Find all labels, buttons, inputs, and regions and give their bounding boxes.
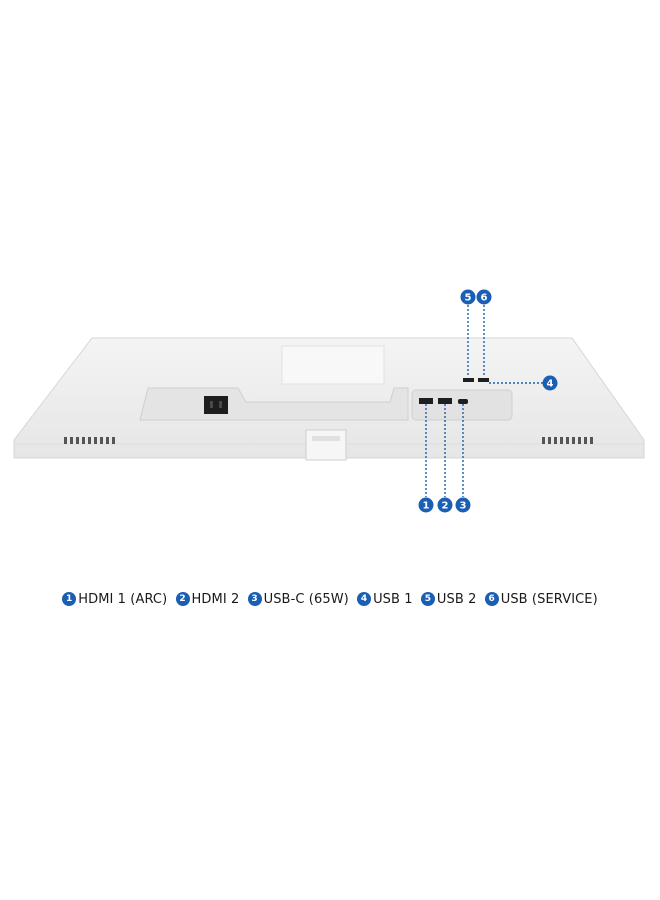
callout-lines: [425, 305, 543, 497]
port-usb-2: [463, 378, 474, 382]
number-badge-icon: 1: [62, 592, 77, 606]
callout-3: 3: [455, 497, 471, 513]
monitor-back: [13, 337, 645, 461]
port-hdmi-2: [438, 398, 452, 404]
svg-text:2: 2: [442, 501, 449, 512]
legend-item-usb-2: 5 USB 2: [420, 591, 477, 607]
callout-5: 5: [460, 289, 476, 305]
callout-4: 4: [542, 375, 558, 391]
legend-item-hdmi-2: 2 HDMI 2: [175, 591, 240, 607]
port-usb-c: [458, 399, 468, 404]
right-vent: [542, 437, 593, 444]
legend-item-hdmi-1: 1 HDMI 1 (ARC): [62, 592, 167, 607]
callout-6: 6: [476, 289, 492, 305]
svg-text:3: 3: [460, 501, 467, 512]
legend-label: USB 2: [436, 591, 477, 607]
monitor-rear-diagram: 1 2 3 4 5 6: [13, 289, 645, 513]
number-badge-icon: 2: [175, 592, 190, 606]
callout-1: 1: [418, 497, 434, 513]
legend-item-usb-1: 4 USB 1: [357, 592, 413, 607]
svg-text:1: 1: [423, 501, 430, 512]
legend-label: USB-C (65W): [263, 591, 349, 607]
number-badge-icon: 5: [420, 592, 435, 606]
port-legend: 1 HDMI 1 (ARC) 2 HDMI 2 3 USB-C (65W) 4 …: [0, 590, 660, 607]
port-usb-1: [478, 378, 489, 382]
number-badge-icon: 4: [357, 592, 372, 606]
left-vent: [64, 437, 115, 444]
legend-item-usb-c: 3 USB-C (65W): [247, 591, 349, 607]
legend-label: HDMI 2: [191, 591, 240, 607]
svg-text:6: 6: [481, 293, 488, 304]
port-hdmi-1: [419, 398, 433, 404]
number-badge-icon: 3: [247, 592, 262, 606]
power-socket: [204, 396, 228, 414]
callout-2: 2: [437, 497, 453, 513]
legend-item-usb-service: 6 USB (SERVICE): [484, 591, 598, 607]
svg-text:4: 4: [547, 379, 554, 390]
svg-text:5: 5: [465, 293, 472, 304]
legend-label: USB (SERVICE): [500, 591, 598, 607]
legend-label: HDMI 1 (ARC): [78, 591, 168, 607]
number-badge-icon: 6: [484, 592, 499, 606]
legend-label: USB 1: [373, 591, 413, 607]
